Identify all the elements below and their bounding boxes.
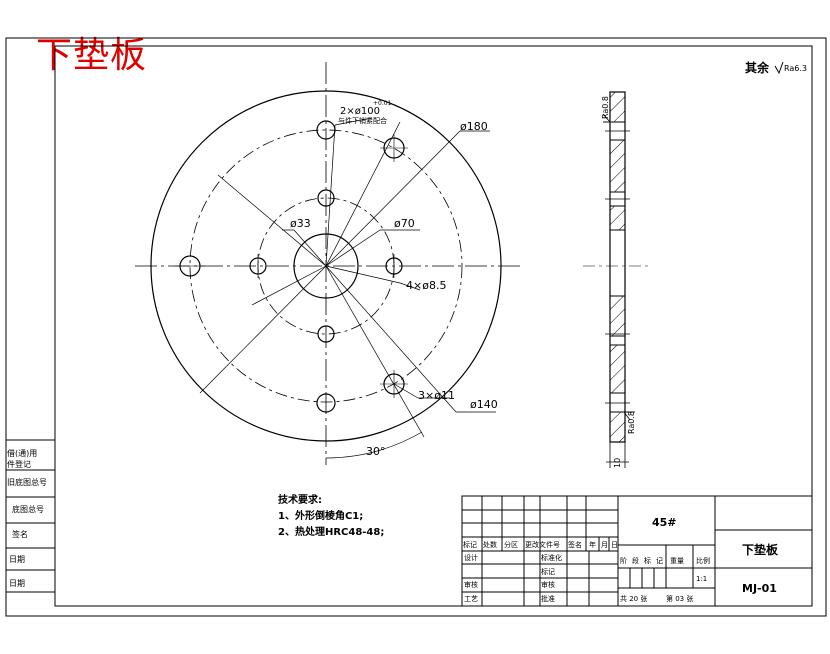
stage-h3: 标: [644, 556, 651, 565]
header-day: 日: [611, 541, 618, 549]
ra-bottom: Ra0.8: [627, 411, 636, 434]
side-label-7: 日期: [9, 579, 25, 588]
outer-border: [5, 37, 827, 617]
section-view: [583, 91, 650, 468]
dim-angle: 30°: [366, 445, 386, 458]
inner-border: [54, 45, 813, 607]
drawing-title: 下垫板: [36, 35, 148, 76]
sheet-total: 共 20 张: [620, 594, 647, 603]
header-zone: 分区: [504, 540, 518, 549]
tech-item-1: 1、外形倒棱角C1;: [278, 509, 363, 522]
side-label-3: 旧底图总号: [7, 477, 47, 487]
front-view: [135, 62, 520, 465]
stage-h4: 记: [656, 557, 663, 565]
dim-d100-tolerance: +0.01: [373, 100, 392, 107]
pitch-circle-140: [189, 129, 463, 403]
roughness-symbol-icon: [774, 61, 784, 75]
roughness-value: Ra6.3: [784, 64, 807, 73]
dim-d100-note: 与件下销紧配合: [338, 116, 387, 125]
side-label-strip: [5, 439, 56, 593]
circle-d180: [150, 90, 502, 442]
side-label-1: 借(通)用: [7, 448, 37, 458]
stage-h1: 阶: [620, 556, 627, 565]
header-mark: 标记: [463, 540, 477, 549]
hole-d8-top: [317, 189, 335, 207]
dim-d11: 3×ø11: [418, 389, 455, 402]
row-check-left: 审核: [464, 580, 478, 589]
header-change-doc: 更改文件号: [525, 540, 560, 549]
side-label-6: 日期: [9, 555, 25, 564]
ra-top: Ra0.8: [601, 96, 610, 119]
part-name: 下垫板: [742, 542, 779, 557]
sheet-number: 第 03 张: [666, 594, 693, 603]
row-check: 审核: [541, 580, 555, 589]
row-approve: 批准: [541, 594, 555, 603]
row-process: 工艺: [464, 595, 478, 603]
tech-heading: 技术要求:: [278, 493, 322, 506]
stage-weight: 重量: [670, 557, 684, 565]
stage-scale: 比例: [696, 556, 710, 565]
dim-d100: 2×ø100: [340, 106, 380, 117]
dim-d85: 4×ø8.5: [406, 279, 446, 292]
roughness-note: 其余: [745, 60, 770, 75]
side-label-5: 签名: [12, 529, 28, 539]
title-block: [461, 495, 813, 607]
scale-value: 1:1: [696, 575, 707, 583]
title-block-headers: 标记 处数 分区 更改文件号 签名 年 月 日: [463, 540, 618, 549]
row-review: 标记: [541, 567, 555, 576]
hole-d10-bottom: [316, 393, 336, 413]
drawing-number: MJ-01: [742, 582, 777, 595]
dim-d33: ø33: [290, 217, 311, 230]
circle-d33: [293, 233, 359, 299]
row-standard: 标准化: [541, 553, 562, 562]
material: 45#: [652, 516, 677, 529]
stage-h2: 段: [632, 556, 639, 565]
dim-d180: ø180: [460, 120, 488, 133]
side-label-2: 件登记: [7, 459, 31, 469]
header-month: 月: [601, 541, 608, 549]
header-count: 处数: [483, 540, 497, 549]
header-sign: 签名: [568, 540, 582, 549]
hole-d8-bottom: [317, 325, 335, 343]
header-year: 年: [589, 540, 596, 549]
row-design: 设计: [464, 553, 478, 562]
tech-item-2: 2、热处理HRC48-48;: [278, 525, 384, 538]
side-label-4: 底图总号: [12, 504, 44, 514]
dim-d70: ø70: [394, 217, 415, 230]
dim-d140: ø140: [470, 398, 498, 411]
dim-thickness: 10: [613, 458, 622, 468]
